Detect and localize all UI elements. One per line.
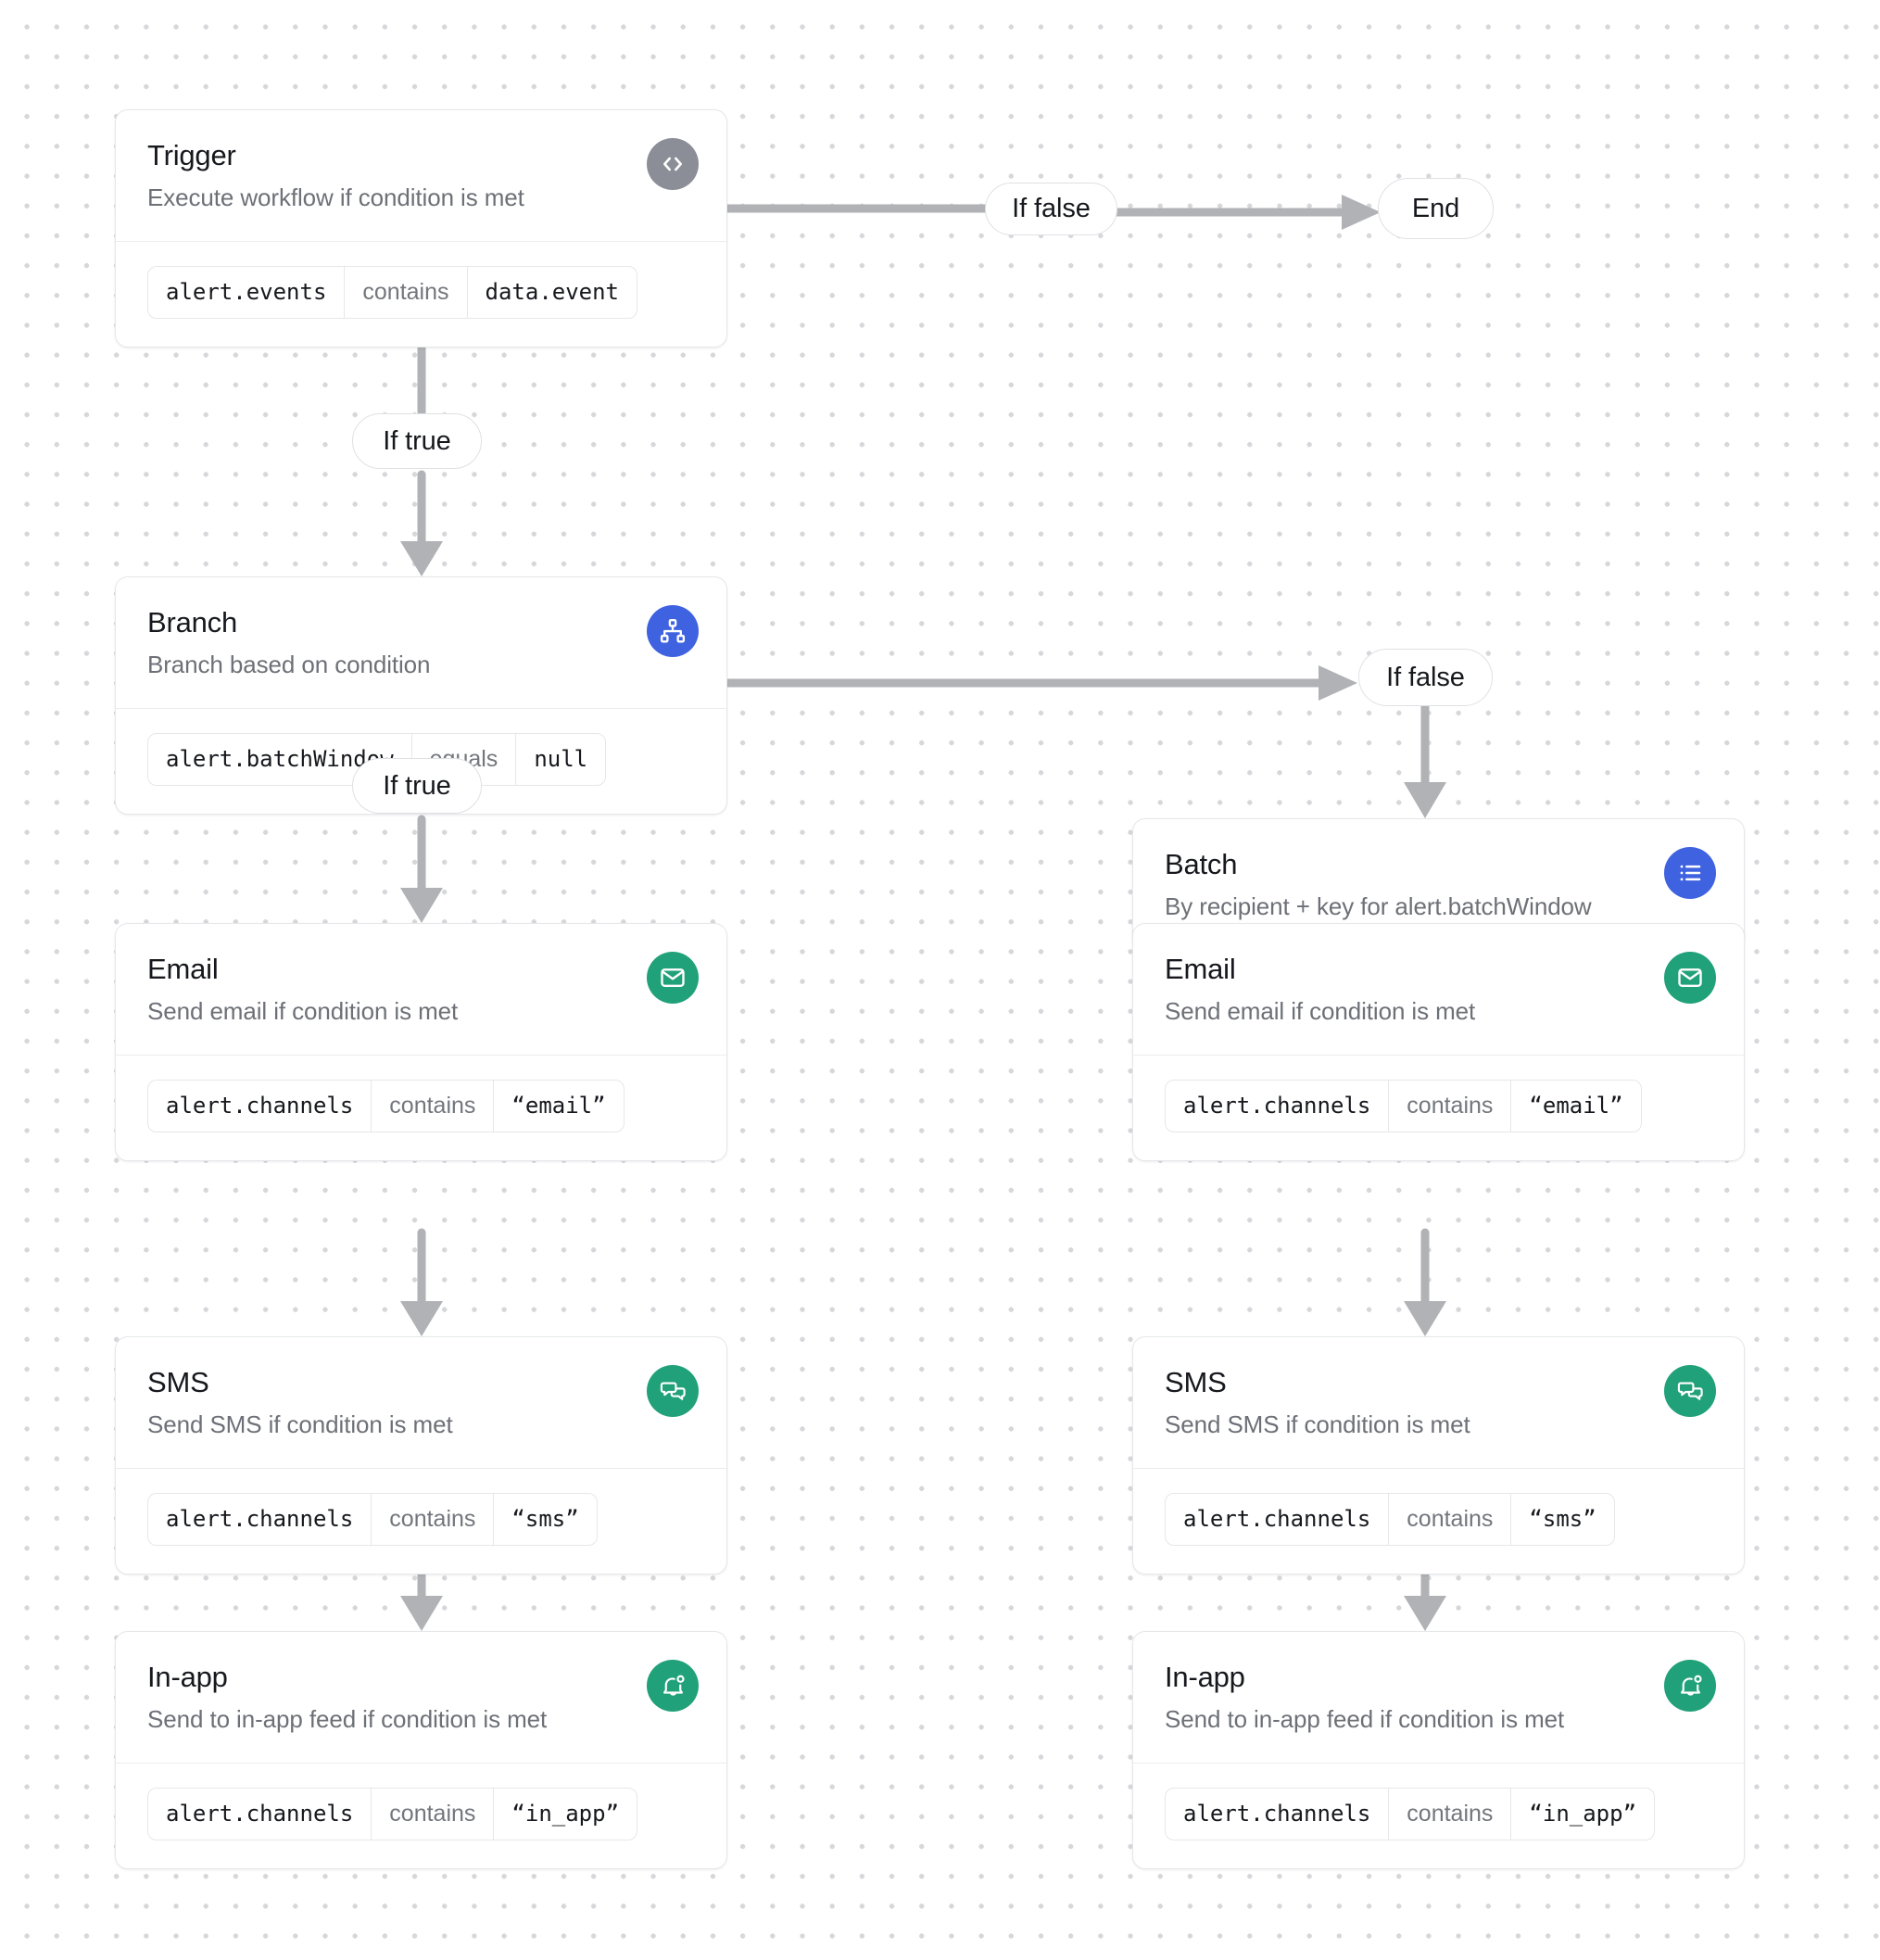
edge-label-trigger-if-false[interactable]: If false [985,183,1117,235]
condition-right: “email” [1529,1093,1623,1119]
condition-operator: contains [1388,1788,1512,1840]
condition-left: alert.events [166,279,327,306]
node-trigger-subtitle: Execute workflow if condition is met [147,183,524,212]
connector-if-false-to-end [1107,190,1381,234]
node-inapp-right[interactable]: In-app Send to in-app feed if condition … [1132,1631,1745,1870]
node-sms-right[interactable]: SMS Send SMS if condition is met alert.c… [1132,1336,1745,1575]
condition-operator: contains [1388,1493,1512,1546]
node-inapp-left-header: In-app Send to in-app feed if condition … [116,1632,726,1763]
node-trigger-header: Trigger Execute workflow if condition is… [116,110,726,241]
node-sms-right-header: SMS Send SMS if condition is met [1133,1337,1744,1468]
node-batch-title: Batch [1165,848,1238,880]
node-branch-subtitle: Branch based on condition [147,651,431,679]
node-email-right-condition: alert.channels contains “email” [1133,1054,1744,1161]
node-sms-left[interactable]: SMS Send SMS if condition is met alert.c… [115,1336,727,1575]
node-inapp-right-header: In-app Send to in-app feed if condition … [1133,1632,1744,1763]
node-inapp-left[interactable]: In-app Send to in-app feed if condition … [115,1631,727,1870]
node-sms-right-subtitle: Send SMS if condition is met [1165,1410,1470,1439]
node-inapp-right-title: In-app [1165,1661,1245,1693]
node-branch-title: Branch [147,606,238,639]
edge-label-end[interactable]: End [1378,178,1494,239]
condition-pill[interactable]: alert.channels contains “sms” [1165,1492,1615,1547]
envelope-icon [1664,952,1716,1004]
node-inapp-left-title: In-app [147,1661,228,1693]
condition-pill[interactable]: alert.events contains data.event [147,265,638,320]
condition-pill[interactable]: alert.channels contains “email” [147,1079,625,1133]
node-branch[interactable]: Branch Branch based on condition alert.b… [115,576,727,816]
node-sms-left-subtitle: Send SMS if condition is met [147,1410,453,1439]
condition-left: alert.channels [1183,1093,1371,1119]
condition-operator: contains [1388,1080,1512,1132]
connector-email-to-sms-right [1397,1228,1453,1336]
node-email-right-title: Email [1165,953,1236,985]
condition-right: data.event [485,279,620,306]
condition-operator: contains [371,1493,495,1546]
condition-operator: contains [344,266,468,319]
chat-bubbles-icon [1664,1365,1716,1417]
node-trigger-condition: alert.events contains data.event [116,240,726,348]
node-sms-left-title: SMS [147,1366,209,1398]
node-batch-subtitle: By recipient + key for alert.batchWindow [1165,892,1592,921]
condition-right: “in_app” [1529,1801,1637,1827]
condition-left: alert.batchWindow [166,746,394,773]
node-sms-left-condition: alert.channels contains “sms” [116,1467,726,1574]
condition-right: “sms” [1529,1506,1596,1533]
condition-right: “sms” [511,1506,579,1533]
node-email-left-header: Email Send email if condition is met [116,924,726,1055]
connector-if-true-to-branch [394,470,449,576]
condition-left: alert.channels [1183,1801,1371,1827]
chat-bubbles-icon [647,1365,699,1417]
edge-label-branch-if-true[interactable]: If true [352,758,482,814]
node-email-right-header: Email Send email if condition is met [1133,924,1744,1055]
connector-trigger-to-if-false [723,190,990,227]
node-email-right-subtitle: Send email if condition is met [1165,997,1476,1026]
bell-notification-icon [647,1660,699,1712]
node-sms-right-condition: alert.channels contains “sms” [1133,1467,1744,1574]
node-email-left-title: Email [147,953,219,985]
node-trigger-title: Trigger [147,139,236,171]
edge-label-trigger-if-true[interactable]: If true [352,413,482,469]
condition-pill[interactable]: alert.channels contains “email” [1165,1079,1642,1133]
connector-email-to-sms-left [394,1228,449,1336]
node-batch-header: Batch By recipient + key for alert.batch… [1133,819,1744,950]
node-inapp-left-condition: alert.channels contains “in_app” [116,1762,726,1869]
condition-pill[interactable]: alert.channels contains “sms” [147,1492,598,1547]
connector-if-true-to-email-left [394,815,449,923]
node-email-right[interactable]: Email Send email if condition is met ale… [1132,923,1745,1162]
node-trigger[interactable]: Trigger Execute workflow if condition is… [115,109,727,348]
condition-right: “in_app” [511,1801,620,1827]
condition-operator: contains [371,1080,495,1132]
condition-left: alert.channels [1183,1506,1371,1533]
sitemap-icon [647,605,699,657]
node-branch-header: Branch Branch based on condition [116,577,726,708]
list-icon [1664,847,1716,899]
node-email-left[interactable]: Email Send email if condition is met ale… [115,923,727,1162]
condition-right: “email” [511,1093,606,1119]
code-icon [647,138,699,190]
node-sms-left-header: SMS Send SMS if condition is met [116,1337,726,1468]
node-inapp-right-subtitle: Send to in-app feed if condition is met [1165,1705,1565,1734]
node-inapp-left-subtitle: Send to in-app feed if condition is met [147,1705,548,1734]
envelope-icon [647,952,699,1004]
connector-if-false-to-batch [1397,698,1453,818]
condition-left: alert.channels [166,1093,354,1119]
node-email-left-subtitle: Send email if condition is met [147,997,459,1026]
condition-operator: contains [371,1788,495,1840]
bell-notification-icon [1664,1660,1716,1712]
condition-pill[interactable]: alert.channels contains “in_app” [147,1787,638,1841]
connector-branch-to-if-false [723,661,1357,705]
node-inapp-right-condition: alert.channels contains “in_app” [1133,1762,1744,1869]
condition-left: alert.channels [166,1801,354,1827]
condition-left: alert.channels [166,1506,354,1533]
condition-pill[interactable]: alert.channels contains “in_app” [1165,1787,1656,1841]
condition-right: null [534,746,588,773]
node-sms-right-title: SMS [1165,1366,1227,1398]
edge-label-branch-if-false[interactable]: If false [1358,649,1493,706]
node-email-left-condition: alert.channels contains “email” [116,1054,726,1161]
